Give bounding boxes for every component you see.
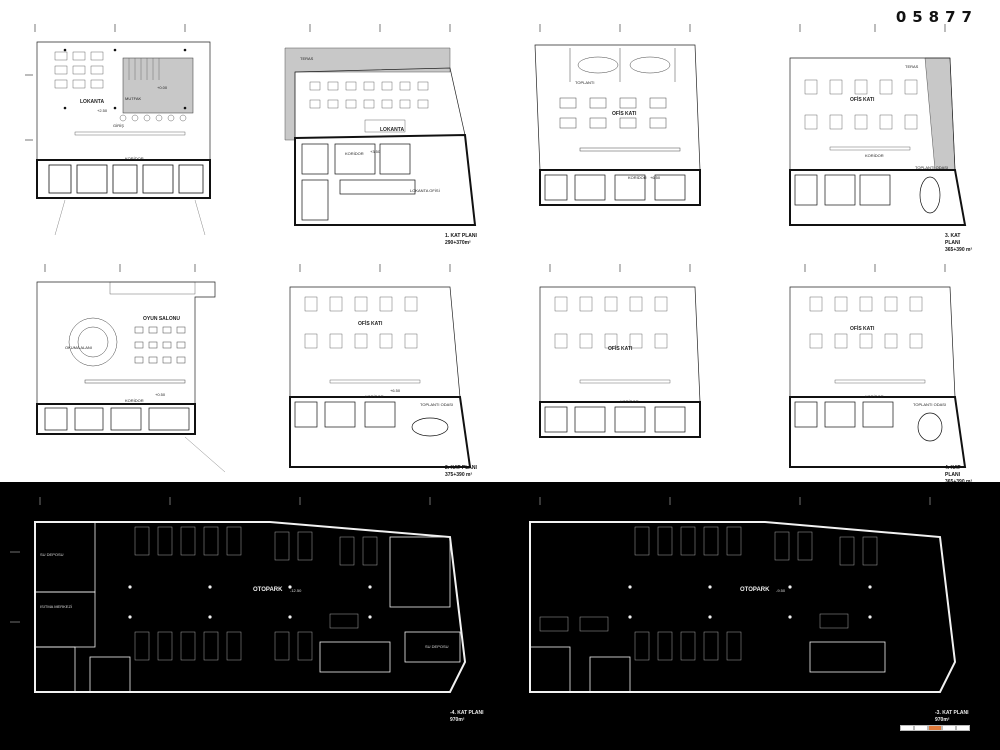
plan-caption: -3. KAT PLANI 970m²	[935, 710, 969, 724]
level-label: +6.50	[650, 175, 661, 180]
plan-floor-2: OFİS KATI KORİDOR +6.50 TOPLANTI ODASI 2…	[270, 262, 485, 482]
plan-caption-title: -3. KAT PLANI	[935, 710, 969, 716]
scale-bar	[900, 725, 970, 733]
plan-caption-area: 970m²	[935, 717, 950, 723]
plan-caption-title: 4. KAT PLANI	[945, 465, 961, 478]
plan-caption-title: -4. KAT PLANI	[450, 710, 484, 716]
sheet-code: 05877	[895, 8, 978, 26]
plan-caption: 1. KAT PLANI 290+370m²	[445, 233, 477, 247]
meeting-label: TOPLANTI	[575, 80, 595, 85]
plan-caption-title: 3. KAT PLANI	[945, 233, 961, 246]
plan-caption-area: 970m²	[450, 717, 465, 723]
parking-label: OTOPARK	[253, 587, 283, 593]
water-tank-label: SU DEPOSU	[40, 552, 64, 557]
corridor-label: KORİDOR	[628, 175, 647, 180]
plan-floor-3: TERAS OFİS KATI KORİDOR TOPLANTI ODASI 3…	[775, 20, 975, 253]
level-label: +0.00	[157, 85, 168, 90]
level-label-2: +2.50	[97, 108, 108, 113]
corridor-label: KORİDOR	[345, 151, 364, 156]
plan-floor-1: TERAS LOKANTA KORİDOR +3.50 LOKANTA OFİS…	[270, 20, 485, 250]
scale-segment	[942, 725, 956, 731]
plan-office: OFİS KATI KORİDOR	[520, 262, 720, 477]
plan-caption-area: 375+390 m²	[445, 472, 473, 478]
plan-caption-title: 2. KAT PLANI	[445, 465, 477, 471]
entry-label: GİRİŞ	[113, 123, 124, 128]
plan-caption-area: 365+390 m²	[945, 247, 973, 253]
room-label-main: OYUN SALONU	[143, 316, 180, 322]
scale-segment	[914, 725, 928, 731]
corridor-label: KORİDOR	[865, 394, 884, 399]
plan-caption: 3. KAT PLANI 365+390 m²	[945, 233, 975, 254]
room-label-main: LOKANTA	[80, 99, 105, 105]
meeting-label: LOKANTA OFİSİ	[410, 188, 440, 193]
corridor-label: KORİDOR	[865, 153, 884, 158]
plan-basement-4: OTOPARK -12.50 SU DEPOSU ISITMA MERKEZİ …	[10, 492, 490, 724]
plan-caption: 2. KAT PLANI 375+390 m²	[445, 465, 477, 479]
room-label-sub: MUTFAK	[125, 96, 142, 101]
terrace-label: TERAS	[905, 64, 919, 69]
reading-label: OKUMA ALANI	[65, 345, 92, 350]
plan-caption-title: 1. KAT PLANI	[445, 233, 477, 239]
scale-segment-accent	[928, 725, 942, 731]
meeting-label: TOPLANTI ODASI	[915, 165, 949, 170]
room-label-main: OFİS KATI	[612, 111, 637, 117]
level-label: +0.50	[155, 392, 166, 397]
level-label: -9.50	[776, 588, 786, 593]
terrace-label: TERAS	[300, 56, 314, 61]
plan-game-room: OYUN SALONU OKUMA ALANI KORİDOR +0.50	[25, 262, 245, 477]
room-label-main: OFİS KATI	[850, 97, 875, 103]
corridor-label: KORİDOR	[125, 156, 144, 161]
parking-label: OTOPARK	[740, 587, 770, 593]
plan-office-meeting: TOPLANTI OFİS KATI KORİDOR +6.50	[520, 20, 720, 240]
plan-ground-restaurant: LOKANTA MUTFAK GİRİŞ KORİDOR +0.00 +2.50	[25, 20, 235, 240]
plan-caption: -4. KAT PLANI 970m²	[450, 710, 484, 724]
boiler-label: ISITMA MERKEZİ	[40, 604, 73, 609]
meeting-label: TOPLANTI ODASI	[420, 402, 454, 407]
plan-basement-3: OTOPARK -9.50 -3. KAT PLANI 970m²	[510, 492, 980, 724]
level-label: -12.50	[290, 588, 302, 593]
plan-caption-area: 290+370m²	[445, 240, 471, 246]
corridor-label: KORİDOR	[125, 398, 144, 403]
corridor-label: KORİDOR	[620, 399, 639, 404]
plan-floor-4: OFİS KATI KORİDOR TOPLANTI ODASI 4. KAT …	[775, 262, 975, 485]
room-label-main: OFİS KATI	[608, 346, 633, 352]
scale-segment	[900, 725, 914, 731]
level-label: +6.50	[390, 388, 401, 393]
room-label-main: LOKANTA	[380, 127, 405, 133]
corridor-label: KORİDOR	[365, 394, 384, 399]
basement-band	[0, 482, 1000, 750]
meeting-label: TOPLANTI ODASI	[913, 402, 947, 407]
scale-segment	[956, 725, 970, 731]
level-label: +3.50	[370, 149, 381, 154]
room-label-main: OFİS KATI	[850, 326, 875, 332]
room-label-main: OFİS KATI	[358, 321, 383, 327]
water-tank-label-2: SU DEPOSU	[425, 644, 449, 649]
